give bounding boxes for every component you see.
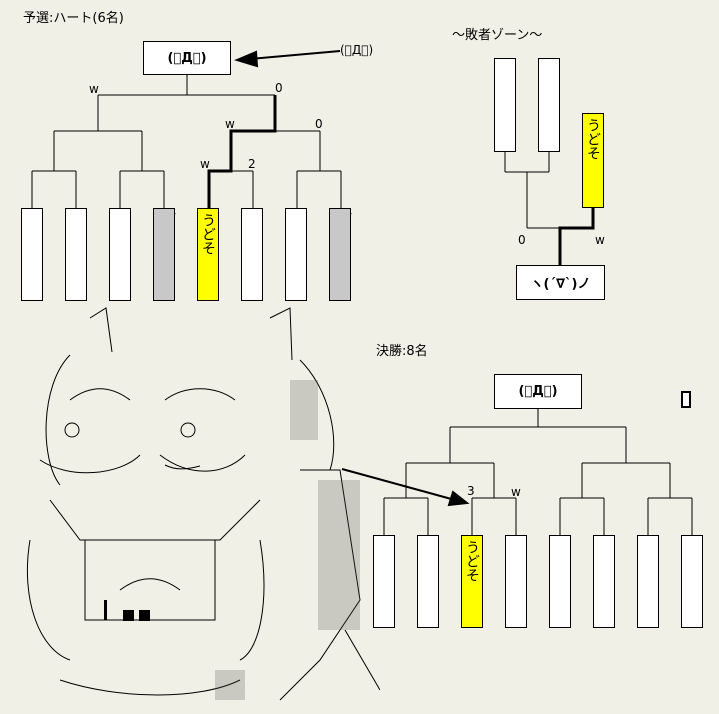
final-slot <box>637 535 659 628</box>
final-slot <box>373 535 395 628</box>
prelim-slot-empty <box>329 208 351 301</box>
score-label: w <box>225 117 235 131</box>
score-label: 0 <box>518 233 526 247</box>
losers-winner-box: ヽ(´∇`)ノ <box>516 265 605 300</box>
final-slot <box>549 535 571 628</box>
prelim-slot <box>65 208 87 301</box>
prelim-slot-highlight: うどそ <box>197 208 219 301</box>
losers-slot <box>494 58 516 152</box>
prelim-winner-box: (゚Д゚) <box>143 41 231 75</box>
score-label: 3 <box>467 484 475 498</box>
score-label: w <box>89 82 99 96</box>
prelim-arrow-label: (゚Д゚) <box>340 43 374 57</box>
cursor-icon <box>681 391 691 408</box>
losers-slot <box>538 58 560 152</box>
final-slot-highlight: うどそ <box>461 535 483 628</box>
final-slot <box>593 535 615 628</box>
score-label: w <box>595 233 605 247</box>
prelim-slot <box>241 208 263 301</box>
losers-slot-highlight: うどそ <box>582 113 604 208</box>
score-label: w <box>511 485 521 499</box>
score-label: 0 <box>315 117 323 131</box>
losers-title: 〜敗者ゾーン〜 <box>452 28 543 43</box>
final-slot <box>417 535 439 628</box>
final-title: 決勝:8名 <box>376 344 428 359</box>
final-winner-box: (゚Д゚) <box>494 374 582 409</box>
prelim-slot <box>285 208 307 301</box>
ascii-art-creature <box>26 307 380 701</box>
final-slot <box>505 535 527 628</box>
prelim-title: 予選:ハート(6名) <box>23 11 124 26</box>
prelim-slot-empty <box>153 208 175 301</box>
score-label: 2 <box>248 157 256 171</box>
final-slot <box>681 535 703 628</box>
prelim-slot <box>21 208 43 301</box>
prelim-slot <box>109 208 131 301</box>
score-label: 0 <box>275 81 283 95</box>
score-label: w <box>200 157 210 171</box>
